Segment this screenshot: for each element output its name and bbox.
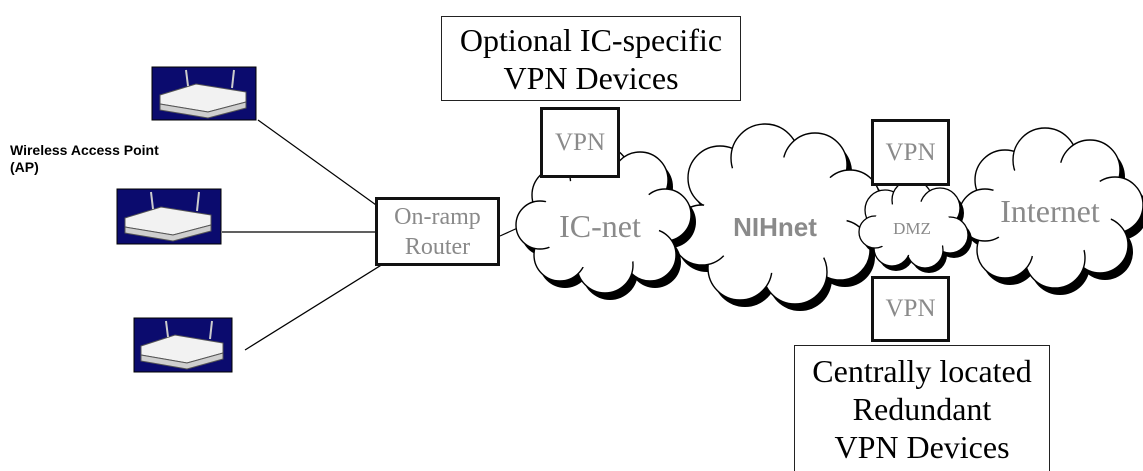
central-vpn-caption-box: Centrally located Redundant VPN Devices (794, 345, 1050, 471)
optional-vpn-caption-box: Optional IC-specific VPN Devices (441, 16, 741, 101)
dmz-label: DMZ (893, 219, 931, 238)
access-point-2 (116, 188, 222, 245)
wireless-ap-label: Wireless Access Point (AP) (10, 142, 159, 175)
access-point-3 (133, 317, 233, 373)
router-label-line1: On-ramp (394, 203, 481, 230)
vpn-box-lower-label: VPN (885, 295, 936, 322)
internet-label: Internet (1000, 193, 1100, 229)
access-point-1 (151, 66, 257, 121)
nihnet-cloud (671, 123, 885, 311)
icnet-label: IC-net (559, 208, 641, 244)
central-vpn-caption-line1: Centrally located (812, 352, 1032, 389)
link-ap1-router (257, 119, 384, 211)
dmz-cloud (858, 179, 972, 273)
internet-cloud (958, 127, 1143, 295)
central-vpn-caption-line2: Redundant (852, 390, 992, 427)
optional-vpn-caption-line2: VPN Devices (503, 59, 679, 96)
vpn-box-ic-label: VPN (554, 128, 605, 156)
router-label-line2: Router (404, 233, 471, 260)
vpn-box-ic: VPN (540, 107, 620, 178)
central-vpn-caption-line3: VPN Devices (834, 428, 1010, 465)
vpn-box-lower: VPN (871, 276, 950, 342)
vpn-box-upper-label: VPN (885, 138, 936, 166)
link-ap3-router (244, 263, 384, 351)
nihnet-label: NIHnet (733, 212, 817, 242)
vpn-box-upper: VPN (871, 119, 950, 186)
on-ramp-router: On-ramp Router (375, 197, 500, 266)
optional-vpn-caption-line1: Optional IC-specific (459, 21, 723, 58)
